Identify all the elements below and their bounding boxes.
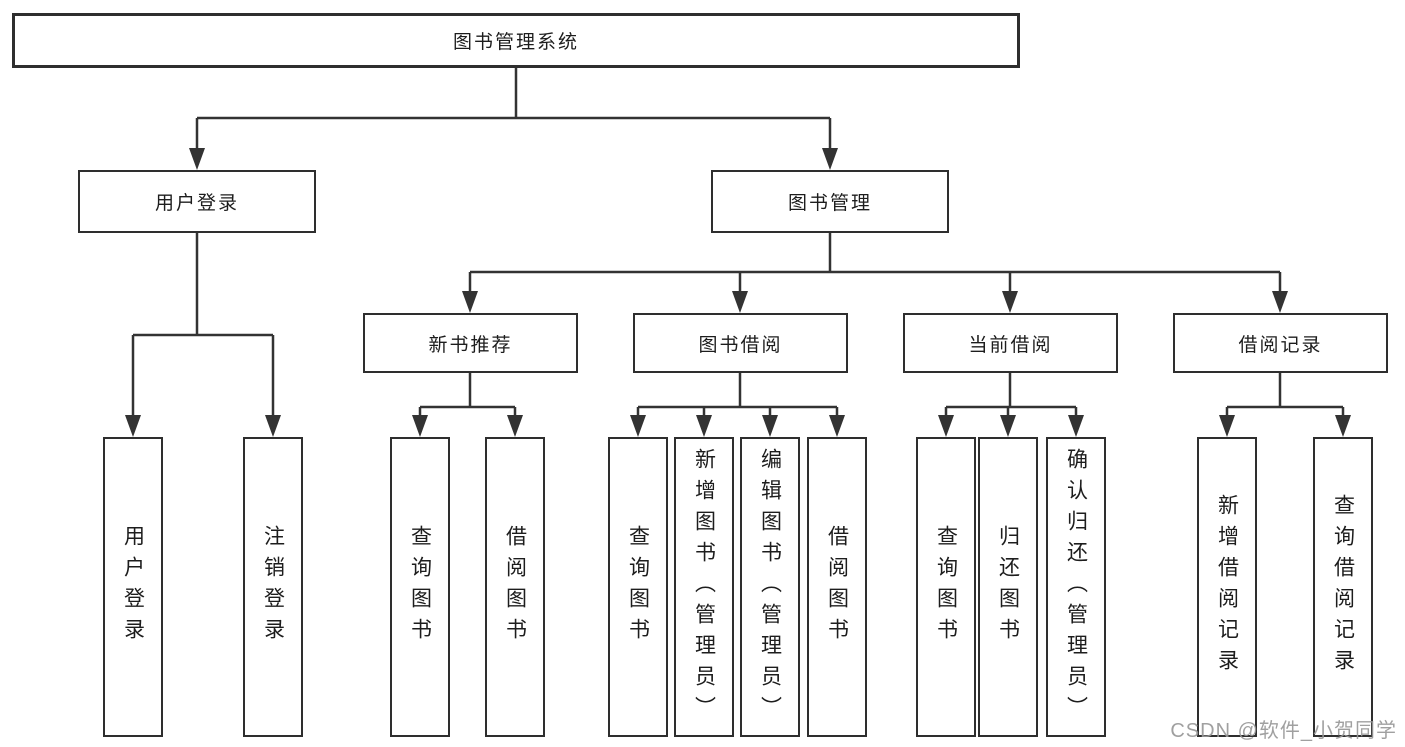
leaf-add-borrow-record: 新增借阅记录	[1197, 437, 1257, 737]
leaf-user-login-label: 用户登录	[121, 525, 145, 649]
node-borrow-records-label: 借阅记录	[1238, 334, 1323, 356]
leaf-query-books-recommend: 查询图书	[390, 437, 450, 737]
leaf-borrow-books-label: 借阅图书	[825, 525, 849, 649]
node-borrow-records: 借阅记录	[1173, 313, 1388, 373]
leaf-add-book-admin: 新增图书（管理员）	[674, 437, 734, 737]
node-new-book-recommend: 新书推荐	[363, 313, 578, 373]
node-root-label: 图书管理系统	[452, 32, 579, 53]
node-current-borrow-label: 当前借阅	[968, 334, 1053, 356]
leaf-borrow-books-recommend-label: 借阅图书	[503, 525, 527, 649]
node-user-login: 用户登录	[78, 170, 316, 233]
node-book-management: 图书管理	[711, 170, 949, 233]
watermark: CSDN @软件_小贺同学	[1170, 720, 1397, 742]
leaf-borrow-books-recommend: 借阅图书	[485, 437, 545, 737]
leaf-query-books-borrow: 查询图书	[608, 437, 668, 737]
connector-lines	[131, 68, 1345, 419]
leaf-query-borrow-record: 查询借阅记录	[1313, 437, 1373, 737]
leaf-query-books-recommend-label: 查询图书	[408, 525, 432, 649]
node-user-login-label: 用户登录	[154, 193, 239, 214]
leaf-query-books-current: 查询图书	[916, 437, 976, 737]
leaf-logout: 注销登录	[243, 437, 303, 737]
leaf-user-login: 用户登录	[103, 437, 163, 737]
node-book-borrow: 图书借阅	[633, 313, 848, 373]
leaf-confirm-return-admin: 确认归还（管理员）	[1046, 437, 1106, 737]
leaf-return-book: 归还图书	[978, 437, 1038, 737]
node-book-management-label: 图书管理	[787, 193, 872, 214]
leaf-logout-label: 注销登录	[261, 525, 285, 649]
arrowheads	[125, 148, 1351, 437]
node-current-borrow: 当前借阅	[903, 313, 1118, 373]
node-root: 图书管理系统	[12, 13, 1020, 68]
leaf-query-books-current-label: 查询图书	[934, 525, 958, 649]
leaf-borrow-books: 借阅图书	[807, 437, 867, 737]
leaf-edit-book-admin-label: 编辑图书（管理员）	[758, 447, 782, 727]
leaf-add-borrow-record-label: 新增借阅记录	[1215, 494, 1239, 680]
node-new-book-recommend-label: 新书推荐	[428, 334, 513, 356]
leaf-return-book-label: 归还图书	[996, 525, 1020, 649]
node-book-borrow-label: 图书借阅	[698, 334, 783, 356]
leaf-query-books-borrow-label: 查询图书	[626, 525, 650, 649]
leaf-add-book-admin-label: 新增图书（管理员）	[692, 447, 716, 727]
leaf-query-borrow-record-label: 查询借阅记录	[1331, 494, 1355, 680]
leaf-edit-book-admin: 编辑图书（管理员）	[740, 437, 800, 737]
leaf-confirm-return-admin-label: 确认归还（管理员）	[1064, 447, 1088, 727]
